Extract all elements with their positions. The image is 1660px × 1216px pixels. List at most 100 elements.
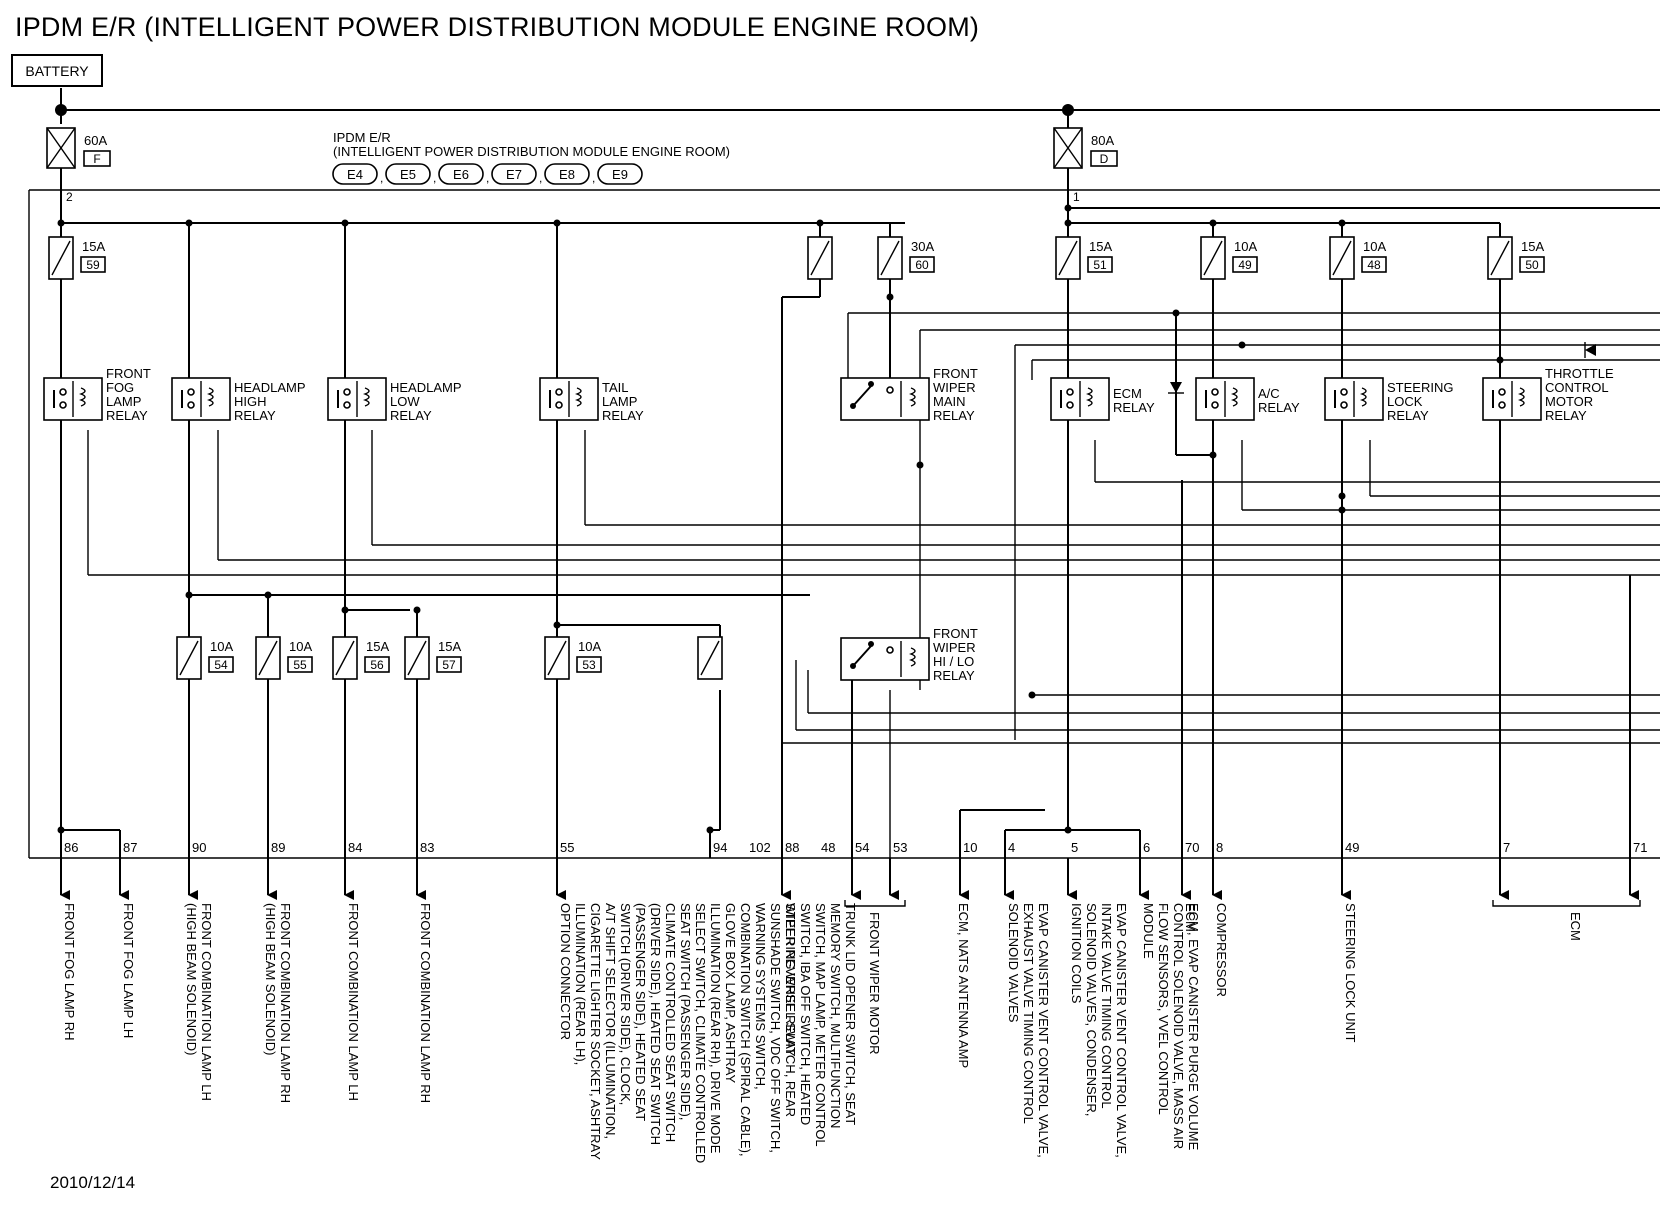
fuse-rating: 10A — [289, 639, 312, 654]
fuse-number: 53 — [582, 658, 596, 672]
fuse-unlabeled — [697, 636, 723, 680]
fusible-links: 60A F 2 80A D 1 — [46, 127, 1118, 204]
fuse-number: 57 — [442, 658, 456, 672]
terminal-90: 90 — [192, 840, 206, 855]
svg-text:,: , — [539, 171, 542, 185]
battery-box: BATTERY — [11, 54, 103, 87]
connector-e6: E6, — [438, 163, 489, 185]
wiring — [28, 88, 1660, 907]
fuse-rating: 10A — [578, 639, 601, 654]
svg-text:ECM: ECM — [1183, 903, 1198, 932]
svg-text:FRONT COMBINATION LAMP RH(HIGH: FRONT COMBINATION LAMP RH(HIGH BEAM SOLE… — [263, 903, 293, 1103]
destination-label: FRONT WIPER MOTOR — [867, 912, 882, 1055]
terminal-70: 70 — [1185, 840, 1199, 855]
connector-e9: E9 — [597, 163, 643, 185]
connector-e5: E5, — [385, 163, 436, 185]
connector-list: E4,E5,E6,E7,E8,E9 — [332, 163, 643, 185]
fusible-link-rating: 60A — [84, 133, 107, 148]
fusible-link-rating: 80A — [1091, 133, 1114, 148]
module-label-line2: (INTELLIGENT POWER DISTRIBUTION MODULE E… — [333, 144, 730, 159]
svg-text:FRONT COMBINATION LAMP LH(HIGH: FRONT COMBINATION LAMP LH(HIGH BEAM SOLE… — [184, 903, 214, 1101]
fuse-number: 48 — [1367, 258, 1381, 272]
svg-text:TRUNK LID OPENER SWITCH, SEATM: TRUNK LID OPENER SWITCH, SEATMEMORY SWIT… — [558, 903, 858, 1163]
terminal-83: 83 — [420, 840, 434, 855]
terminal-54: 54 — [855, 840, 869, 855]
fuse-number: 55 — [293, 658, 307, 672]
fuse-unlabeled — [807, 236, 833, 280]
destination-label: WIPER REVERSE RELAY — [783, 903, 798, 1057]
destination-label: FRONT COMBINATION LAMP LH(HIGH BEAM SOLE… — [184, 903, 214, 1101]
terminal-89: 89 — [271, 840, 285, 855]
terminal-71: 71 — [1633, 840, 1647, 855]
fuse-number: 59 — [86, 258, 100, 272]
fuse-number: 51 — [1093, 258, 1107, 272]
terminal-49: 49 — [1345, 840, 1359, 855]
svg-text:,: , — [486, 171, 489, 185]
destination-label: FRONT COMBINATION LAMP RH — [418, 903, 433, 1103]
destination-label: FRONT COMBINATION LAMP LH — [346, 903, 361, 1101]
terminal-94: 94 — [713, 840, 727, 855]
destination-label: ECM — [1568, 912, 1583, 941]
destination-label: ECM — [1183, 903, 1198, 932]
fuse-number: 50 — [1525, 258, 1539, 272]
svg-text:ECM, NATS ANTENNA AMP: ECM, NATS ANTENNA AMP — [956, 903, 971, 1068]
svg-text:EVAP CANISTER VENT CONTROL VAL: EVAP CANISTER VENT CONTROL VALVE,INTAKE … — [1069, 903, 1129, 1158]
svg-text:COMPRESSOR: COMPRESSOR — [1214, 903, 1229, 997]
svg-text:,: , — [433, 171, 436, 185]
module-label-line1: IPDM E/R — [333, 130, 391, 145]
fuse-rating: 15A — [438, 639, 461, 654]
fuse-rating: 15A — [82, 239, 105, 254]
svg-text:FRONT WIPER MOTOR: FRONT WIPER MOTOR — [867, 912, 882, 1055]
fuse-number: 56 — [370, 658, 384, 672]
terminal-number: 1 — [1073, 190, 1080, 204]
destination-label: EVAP CANISTER VENT CONTROL VALVE,INTAKE … — [1069, 903, 1129, 1158]
terminal-10: 10 — [963, 840, 977, 855]
terminal-5: 5 — [1071, 840, 1078, 855]
terminal-number: 2 — [66, 190, 73, 204]
terminal-88: 88 — [785, 840, 799, 855]
svg-text:STEERING LOCK UNIT: STEERING LOCK UNIT — [1343, 903, 1358, 1042]
module-label: IPDM E/R (INTELLIGENT POWER DISTRIBUTION… — [333, 130, 730, 159]
destination-label: ECM, EVAP CANISTER PURGE VOLUMECONTROL S… — [1141, 903, 1201, 1151]
svg-text:ECM: ECM — [1568, 912, 1583, 941]
connector-label: E5 — [400, 167, 416, 182]
page-title: IPDM E/R (INTELLIGENT POWER DISTRIBUTION… — [15, 12, 980, 42]
svg-text:FRONT COMBINATION LAMP RH: FRONT COMBINATION LAMP RH — [418, 903, 433, 1103]
connector-label: E4 — [347, 167, 363, 182]
terminal-8: 8 — [1216, 840, 1223, 855]
destination-label: FRONT COMBINATION LAMP RH(HIGH BEAM SOLE… — [263, 903, 293, 1103]
fuse-rating: 10A — [210, 639, 233, 654]
connector-label: E9 — [612, 167, 628, 182]
fuse-group: 15A5930A6015A5110A4910A4815A5010A5410A55… — [48, 236, 1545, 680]
svg-text:FRONT FOG LAMP RH: FRONT FOG LAMP RH — [62, 903, 77, 1040]
fusible-link-F: 60A F 2 — [46, 127, 111, 204]
svg-text:,: , — [592, 171, 595, 185]
fuse-rating: 30A — [911, 239, 934, 254]
fuse-rating: 15A — [366, 639, 389, 654]
